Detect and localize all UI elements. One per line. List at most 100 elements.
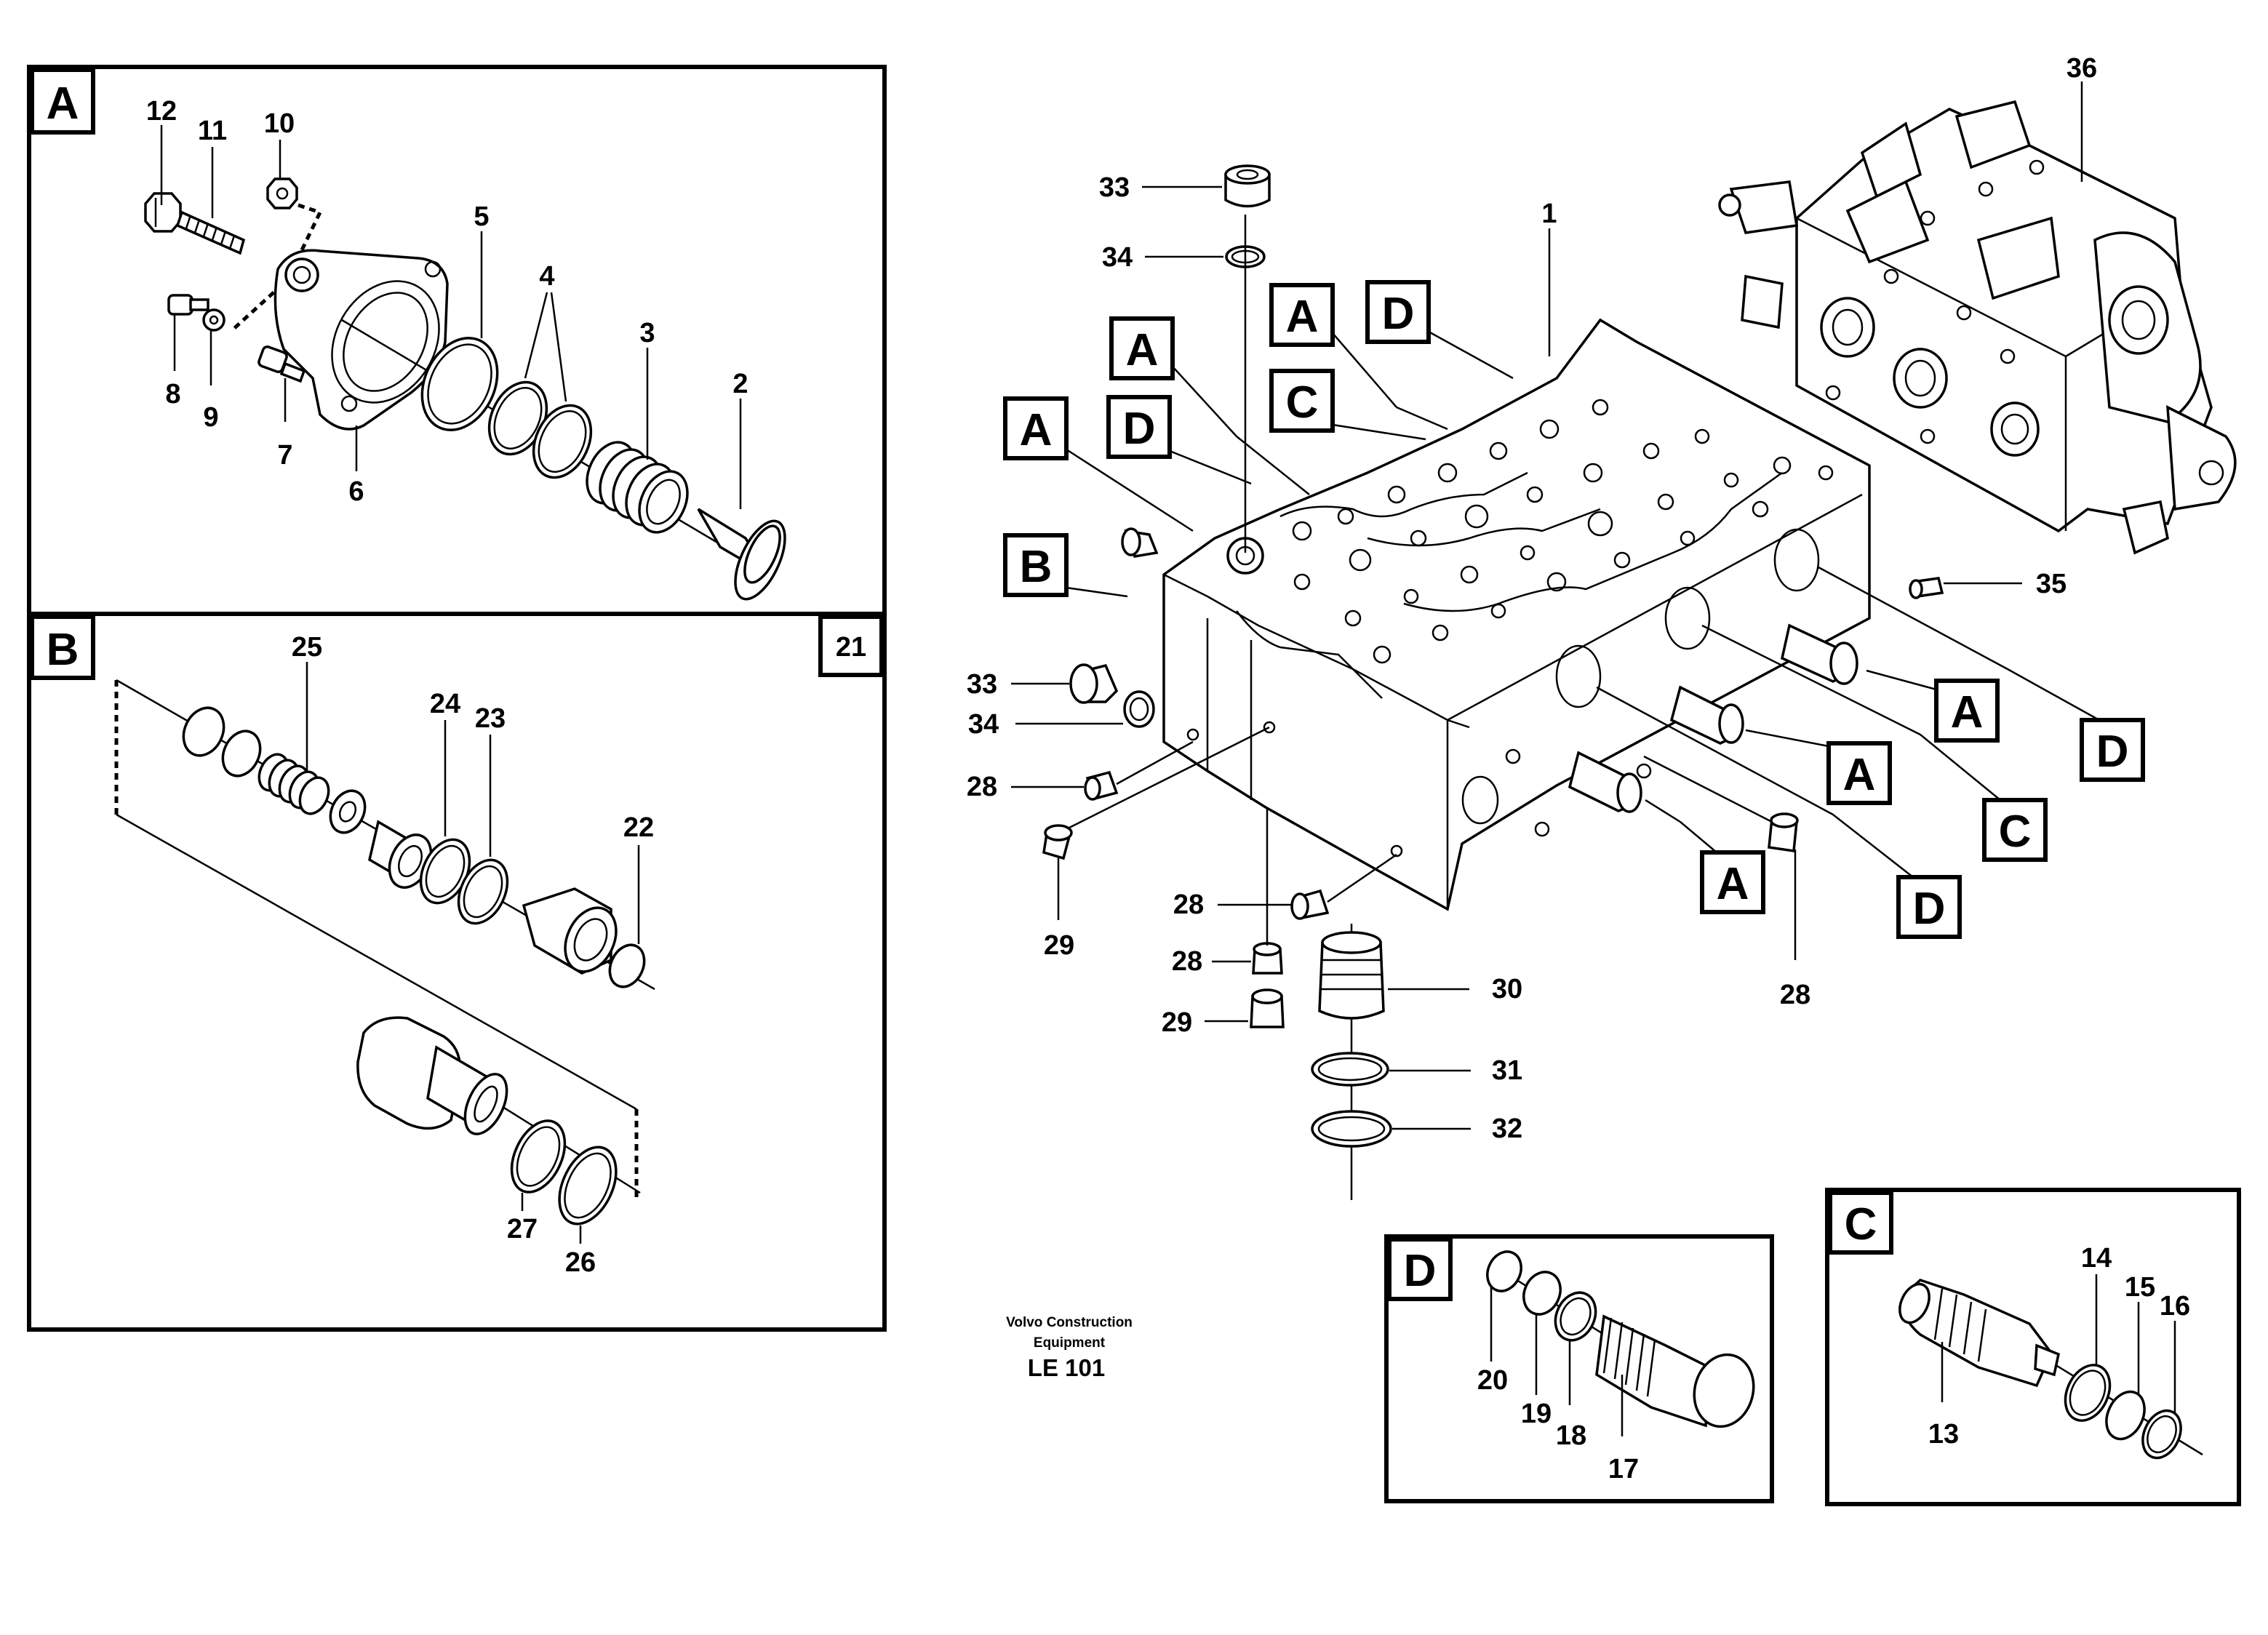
part-20-ring	[1486, 1250, 1522, 1292]
axis-29-left	[1069, 726, 1270, 829]
part-13-cartridge	[1898, 1279, 2061, 1388]
part-16-ring	[2141, 1409, 2182, 1460]
small-plug-top-left	[1121, 527, 1159, 558]
panel-c-frame	[1825, 1188, 2241, 1506]
part-17-cartridge	[1595, 1314, 1755, 1428]
part-14-ring	[2064, 1364, 2112, 1422]
part-23-o-ring	[457, 858, 509, 925]
ref-tag-10: A	[1843, 750, 1876, 800]
main-valve-assembly: 33 34 1 33 34	[967, 53, 2237, 1200]
part-30-plug	[1318, 931, 1385, 1020]
callout-16: 16	[2160, 1291, 2190, 1322]
callout-1: 1	[1541, 199, 1557, 229]
callout-8: 8	[165, 379, 180, 409]
callout-29-low: 29	[1162, 1007, 1192, 1038]
callout-5: 5	[474, 201, 489, 232]
part-4-o-rings	[487, 380, 593, 479]
detail-panel-c: C 13 14 15 16	[1825, 1188, 2241, 1506]
callout-34-top: 34	[1102, 242, 1133, 273]
part-15-ring	[2105, 1390, 2146, 1441]
panel-b-ref: 21	[836, 632, 866, 663]
callout-28-mid: 28	[1173, 890, 1204, 920]
panel-c-label: C	[1845, 1199, 1877, 1250]
part-10-nut	[266, 177, 298, 209]
part-33-top-plug	[1224, 164, 1271, 208]
panel-b-frame	[27, 612, 887, 1332]
callout-6: 6	[348, 476, 364, 507]
callout-30: 30	[1492, 974, 1522, 1004]
part-b-sleeve	[368, 820, 433, 889]
footer-company-line2: Equipment	[1034, 1335, 1106, 1351]
footer-drawing-code: LE 101	[1028, 1354, 1105, 1381]
detail-panel-a: A 12 11 10	[27, 65, 887, 616]
ref-tag-5: A	[1020, 405, 1053, 455]
callout-17: 17	[1608, 1454, 1639, 1484]
ref-tag-13: D	[1913, 884, 1946, 934]
port-plug-a-lower	[1568, 751, 1642, 813]
bracket-solid-line	[116, 813, 637, 1111]
part-28-mid-screw	[1290, 889, 1330, 920]
part-1-valve-body	[1162, 318, 1871, 911]
ref-tag-8: A	[1951, 687, 1984, 737]
leader-4a	[524, 292, 548, 379]
footer-company-line1: Volvo Construction	[1006, 1315, 1133, 1330]
footer: Volvo Construction Equipment LE 101	[1006, 1315, 1133, 1381]
callout-28-low: 28	[1172, 946, 1202, 977]
callout-28-right: 28	[1780, 980, 1810, 1010]
part-27-o-ring	[510, 1119, 567, 1194]
callout-26: 26	[565, 1247, 596, 1278]
callout-24: 24	[430, 689, 460, 719]
part-18-ring	[1554, 1291, 1597, 1342]
top-ports	[1226, 399, 1834, 664]
port-plug-a-upper	[1780, 623, 1858, 685]
panel-a-tag-box	[30, 68, 95, 135]
callout-7: 7	[277, 440, 292, 471]
callout-2: 2	[732, 369, 748, 399]
part-19-ring	[1522, 1271, 1562, 1316]
part-32-o-ring	[1311, 1110, 1392, 1148]
panel-d-frame	[1384, 1234, 1774, 1503]
assembly-dashed-path	[230, 203, 323, 332]
callout-18: 18	[1556, 1420, 1586, 1451]
callout-4: 4	[539, 261, 554, 292]
part-b-washer	[329, 789, 367, 834]
part-26-o-ring	[558, 1146, 618, 1226]
callout-3: 3	[639, 318, 655, 348]
part-34-left-washer	[1123, 690, 1155, 728]
panel-b-tag-box	[30, 615, 95, 680]
callout-34-left: 34	[968, 709, 999, 740]
ref-tag-6: D	[1123, 404, 1156, 454]
ref-tags: A D A C A D B	[1003, 280, 2145, 939]
ref-tag-1: A	[1126, 325, 1159, 375]
part-b-small-rings	[182, 706, 262, 777]
callout-22: 22	[623, 812, 654, 843]
part-5-seal-ring	[420, 337, 499, 431]
callout-9: 9	[203, 402, 218, 433]
callout-28-left: 28	[967, 772, 997, 802]
part-33-left-plug	[1069, 663, 1119, 704]
part-22-ring	[608, 943, 646, 988]
panel-d-tag-box	[1387, 1237, 1453, 1301]
part-12-bolt-head	[144, 192, 182, 233]
callout-31: 31	[1492, 1055, 1522, 1086]
part-8-screw	[167, 294, 209, 316]
ref-tag-11: C	[1999, 807, 2032, 857]
ref-tag-3: A	[1286, 292, 1319, 342]
callout-29-left: 29	[1044, 930, 1074, 961]
axis-28-right	[1643, 755, 1773, 823]
callout-25: 25	[292, 632, 322, 663]
ref-tag-2: D	[1382, 289, 1415, 339]
axis-28-left	[1116, 740, 1194, 785]
panel-d-label: D	[1404, 1246, 1437, 1296]
part-11-stud	[175, 210, 246, 255]
callout-35: 35	[2036, 569, 2067, 599]
port-plug-a-mid	[1669, 685, 1744, 745]
part-25-spring	[257, 753, 330, 815]
leader-4b	[550, 292, 567, 402]
panel-a-label: A	[47, 79, 79, 129]
part-3-spring	[586, 441, 689, 534]
ref-tag-9: D	[2096, 727, 2129, 777]
part-35-screw	[1909, 577, 1944, 599]
